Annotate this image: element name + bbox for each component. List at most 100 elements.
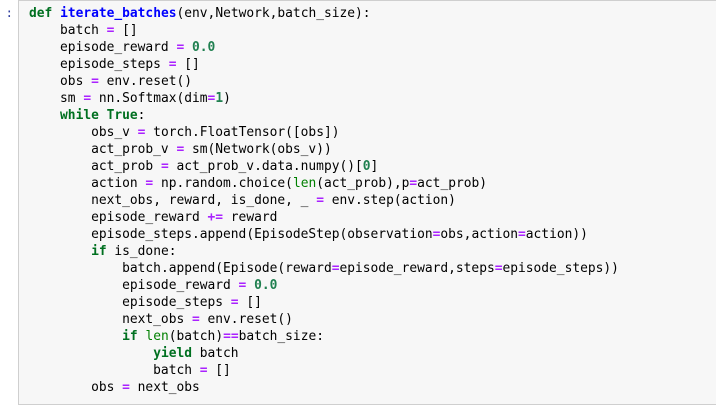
code-token: = <box>122 380 130 395</box>
code-token: iterate_batches <box>60 6 177 21</box>
code-token: def <box>29 6 53 21</box>
code-token: , <box>285 193 293 208</box>
code-token: = <box>316 193 324 208</box>
code-token: , <box>207 6 216 21</box>
code-token: [] <box>184 57 200 72</box>
code-source-text[interactable]: def iterate_batches ( env, Network, batch_si… <box>29 5 716 396</box>
code-token: . <box>230 312 239 327</box>
code-line: yield batch <box>29 345 716 362</box>
code-line: obs = env.reset() <box>29 73 716 90</box>
code-token: = <box>91 74 99 89</box>
code-token: len <box>292 176 317 191</box>
code-token: act_prob_v <box>29 142 177 157</box>
code-token: action <box>401 193 449 208</box>
code-token: batch_size <box>277 6 356 21</box>
code-line: next_obs = env.reset() <box>29 311 716 328</box>
code-token: ( <box>339 227 348 242</box>
code-token: [] <box>215 363 231 378</box>
code-line: while True: <box>29 107 716 124</box>
code-token: ) <box>448 193 456 208</box>
code-token: , <box>215 193 224 208</box>
code-token <box>29 108 60 123</box>
code-token: p <box>401 176 410 191</box>
code-token: step <box>362 193 394 208</box>
code-token: sm <box>184 142 208 157</box>
code-token: np <box>153 176 177 191</box>
code-token: ) <box>223 91 231 106</box>
code-token: . <box>230 176 239 191</box>
code-token: = <box>432 227 441 242</box>
code-token: , <box>463 227 472 242</box>
code-token: )) <box>316 142 332 157</box>
code-token: = <box>207 91 216 106</box>
code-token: ), <box>386 176 402 191</box>
code-token: env <box>199 312 231 327</box>
code-token: episode_steps <box>29 227 192 242</box>
code-token: observation <box>347 227 433 242</box>
code-token: batch <box>192 346 239 361</box>
code-token: = <box>176 142 185 157</box>
code-token: Episode <box>223 261 278 276</box>
code-token: _ <box>292 193 317 208</box>
code-token: is_done <box>106 244 169 259</box>
code-token: if <box>91 244 107 259</box>
code-token: = <box>494 261 503 276</box>
code-token: Softmax <box>122 91 177 106</box>
code-token: steps <box>455 261 495 276</box>
code-token: , <box>448 261 456 276</box>
code-token: env <box>98 74 130 89</box>
code-token: = <box>199 363 208 378</box>
code-token: ( <box>176 91 185 106</box>
code-token: Network <box>215 142 270 157</box>
code-line: obs = next_obs <box>29 379 716 396</box>
code-token: : <box>168 244 177 259</box>
code-line: batch.append(Episode(reward=episode_rewa… <box>29 260 716 277</box>
code-line: if len(batch)==batch_size: <box>29 328 716 345</box>
code-line: sm = nn.Softmax(dim=1) <box>29 90 716 107</box>
code-token: obs <box>300 125 324 140</box>
code-token: data <box>261 159 293 174</box>
code-token: = <box>230 295 239 310</box>
code-token: env <box>184 6 208 21</box>
code-editor-cell[interactable]: def iterate_batches ( env, Network, batch_si… <box>18 0 716 405</box>
code-token <box>29 244 91 259</box>
code-token: . <box>176 176 185 191</box>
code-token: ( <box>207 142 216 157</box>
code-line: batch = [] <box>29 362 716 379</box>
code-token: += <box>207 210 224 225</box>
code-token: next_obs <box>29 312 192 327</box>
code-token: = <box>160 159 169 174</box>
code-token: = <box>238 278 247 293</box>
code-token: [] <box>246 295 262 310</box>
code-token: FloatTensor <box>199 125 286 140</box>
code-line: batch = [] <box>29 22 716 39</box>
code-token: reset <box>137 74 177 89</box>
code-token: 0 <box>362 159 371 174</box>
code-token: , <box>153 193 161 208</box>
code-token: batch <box>29 363 200 378</box>
code-token: obs <box>29 380 123 395</box>
code-token: batch_size <box>238 329 317 344</box>
code-token: reward <box>285 261 332 276</box>
code-token: next_obs <box>29 193 154 208</box>
code-token: append <box>199 227 247 242</box>
code-line: if is_done: <box>29 243 716 260</box>
code-token: = <box>145 176 154 191</box>
code-token: ( <box>277 261 286 276</box>
code-token: len <box>145 329 169 344</box>
code-token: . <box>114 91 123 106</box>
code-token: ): <box>355 6 371 21</box>
cell-prompt-label: : <box>5 5 13 20</box>
code-token: obs <box>440 227 464 242</box>
code-token: . <box>129 74 138 89</box>
code-token: act_prob <box>417 176 480 191</box>
code-token: ( <box>168 329 177 344</box>
code-token <box>29 329 122 344</box>
code-token: action <box>525 227 573 242</box>
code-token: () <box>277 312 293 327</box>
code-token: ( <box>246 227 255 242</box>
code-token: () <box>176 74 193 89</box>
code-token: act_prob <box>324 176 387 191</box>
code-token: next_obs <box>129 380 200 395</box>
